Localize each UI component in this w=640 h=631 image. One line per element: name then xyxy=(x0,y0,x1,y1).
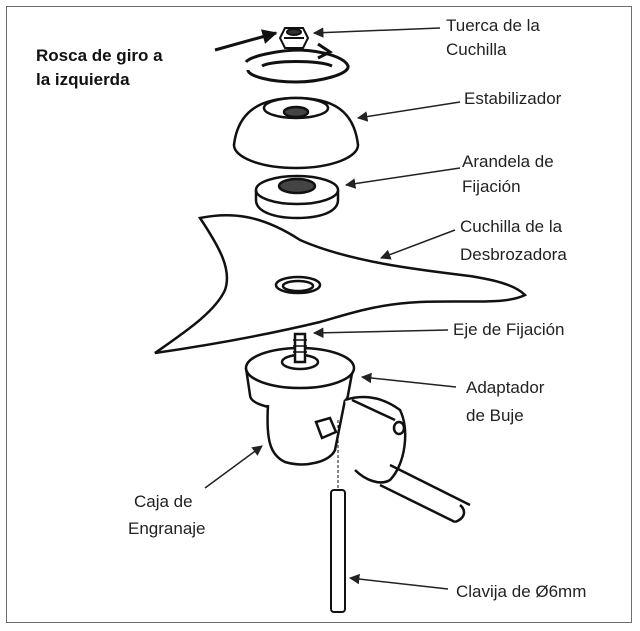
blade-nut-label-1: Tuerca de la xyxy=(446,16,540,35)
brushcutter-blade xyxy=(154,213,528,355)
left-thread-label-1: Rosca de giro a xyxy=(36,46,163,65)
stabilizer xyxy=(232,96,360,170)
pin-arrow xyxy=(348,573,449,590)
hub-adapter-label-1: Adaptador xyxy=(466,378,545,397)
left-thread-label-2: la izquierda xyxy=(36,70,130,89)
pin xyxy=(330,420,346,613)
fixing-washer-label-2: Fijación xyxy=(462,177,521,196)
left-thread-arrow xyxy=(214,29,278,52)
fixing-washer xyxy=(254,174,340,220)
blade-nut xyxy=(278,27,310,49)
brushcutter-blade-label-2: Desbrozadora xyxy=(460,245,567,264)
fixing-washer-label-1: Arandela de xyxy=(462,152,554,171)
brushcutter-blade-arrow xyxy=(380,229,456,260)
brushcutter-blade-label-1: Cuchilla de la xyxy=(460,217,563,236)
fixing-washer-arrow xyxy=(344,167,461,189)
pin-label: Clavija de Ø6mm xyxy=(456,582,587,601)
gearbox-arrow xyxy=(204,445,263,489)
hub-adapter xyxy=(244,332,356,412)
blade-nut-label-2: Cuchilla xyxy=(446,40,507,59)
stabilizer-label: Estabilizador xyxy=(464,89,562,108)
fixing-shaft-label: Eje de Fijación xyxy=(453,320,565,339)
hub-adapter-label-2: de Buje xyxy=(466,406,524,425)
fixing-shaft-arrow xyxy=(312,327,449,339)
gearbox-label-1: Caja de xyxy=(134,492,193,511)
blade-nut-arrow xyxy=(312,27,441,38)
hub-adapter-arrow xyxy=(360,372,457,388)
stabilizer-arrow xyxy=(356,101,461,122)
gearbox xyxy=(266,395,471,524)
lock-washer xyxy=(244,42,350,84)
gearbox-label-2: Engranaje xyxy=(128,519,206,538)
